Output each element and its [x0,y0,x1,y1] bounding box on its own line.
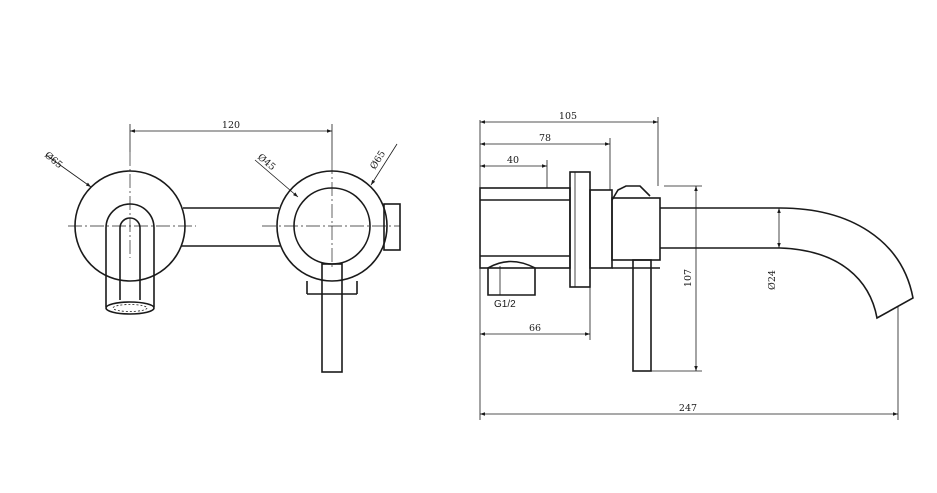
cover-top [611,185,651,201]
side-spout-outline [660,207,914,320]
dim-right-rosette-leader [370,143,398,186]
spout-outlet [876,297,914,319]
front-view: 120 Ø65 Ø45 Ø65 [42,120,401,373]
lever-handle-side [632,259,652,372]
lever-handle-front [321,263,343,373]
front-spout-inner [119,217,141,300]
dim-spout-label: Ø24 [767,270,778,290]
dim-40-label: 40 [507,155,519,166]
dim-120-label: 120 [222,120,240,131]
side-view: G1/2 105 78 40 66 107 [479,111,914,420]
dim-valve-leader [254,159,299,198]
spout-aerator-mesh [112,304,148,312]
dim-107-label: 107 [683,269,694,287]
valve-body-side [611,197,661,261]
dim-105-label: 105 [559,111,577,122]
left-rosette-outline [74,170,186,282]
dim-right-rosette-label: Ø65 [368,149,388,172]
dim-66-label: 66 [529,323,541,334]
thread-label: G1/2 [494,299,516,310]
dim-left-rosette-leader [45,154,92,188]
spout-aerator [105,301,155,315]
front-spout-outline [105,203,155,307]
trim-cover [589,189,613,269]
dim-247-label: 247 [679,403,697,414]
thread-connector [487,260,536,296]
lever-mount-block [383,203,401,251]
dim-78-label: 78 [539,133,551,144]
right-rosette-outline [276,170,388,282]
dim-left-rosette-label: Ø65 [42,150,64,171]
wall-flange [569,171,591,288]
